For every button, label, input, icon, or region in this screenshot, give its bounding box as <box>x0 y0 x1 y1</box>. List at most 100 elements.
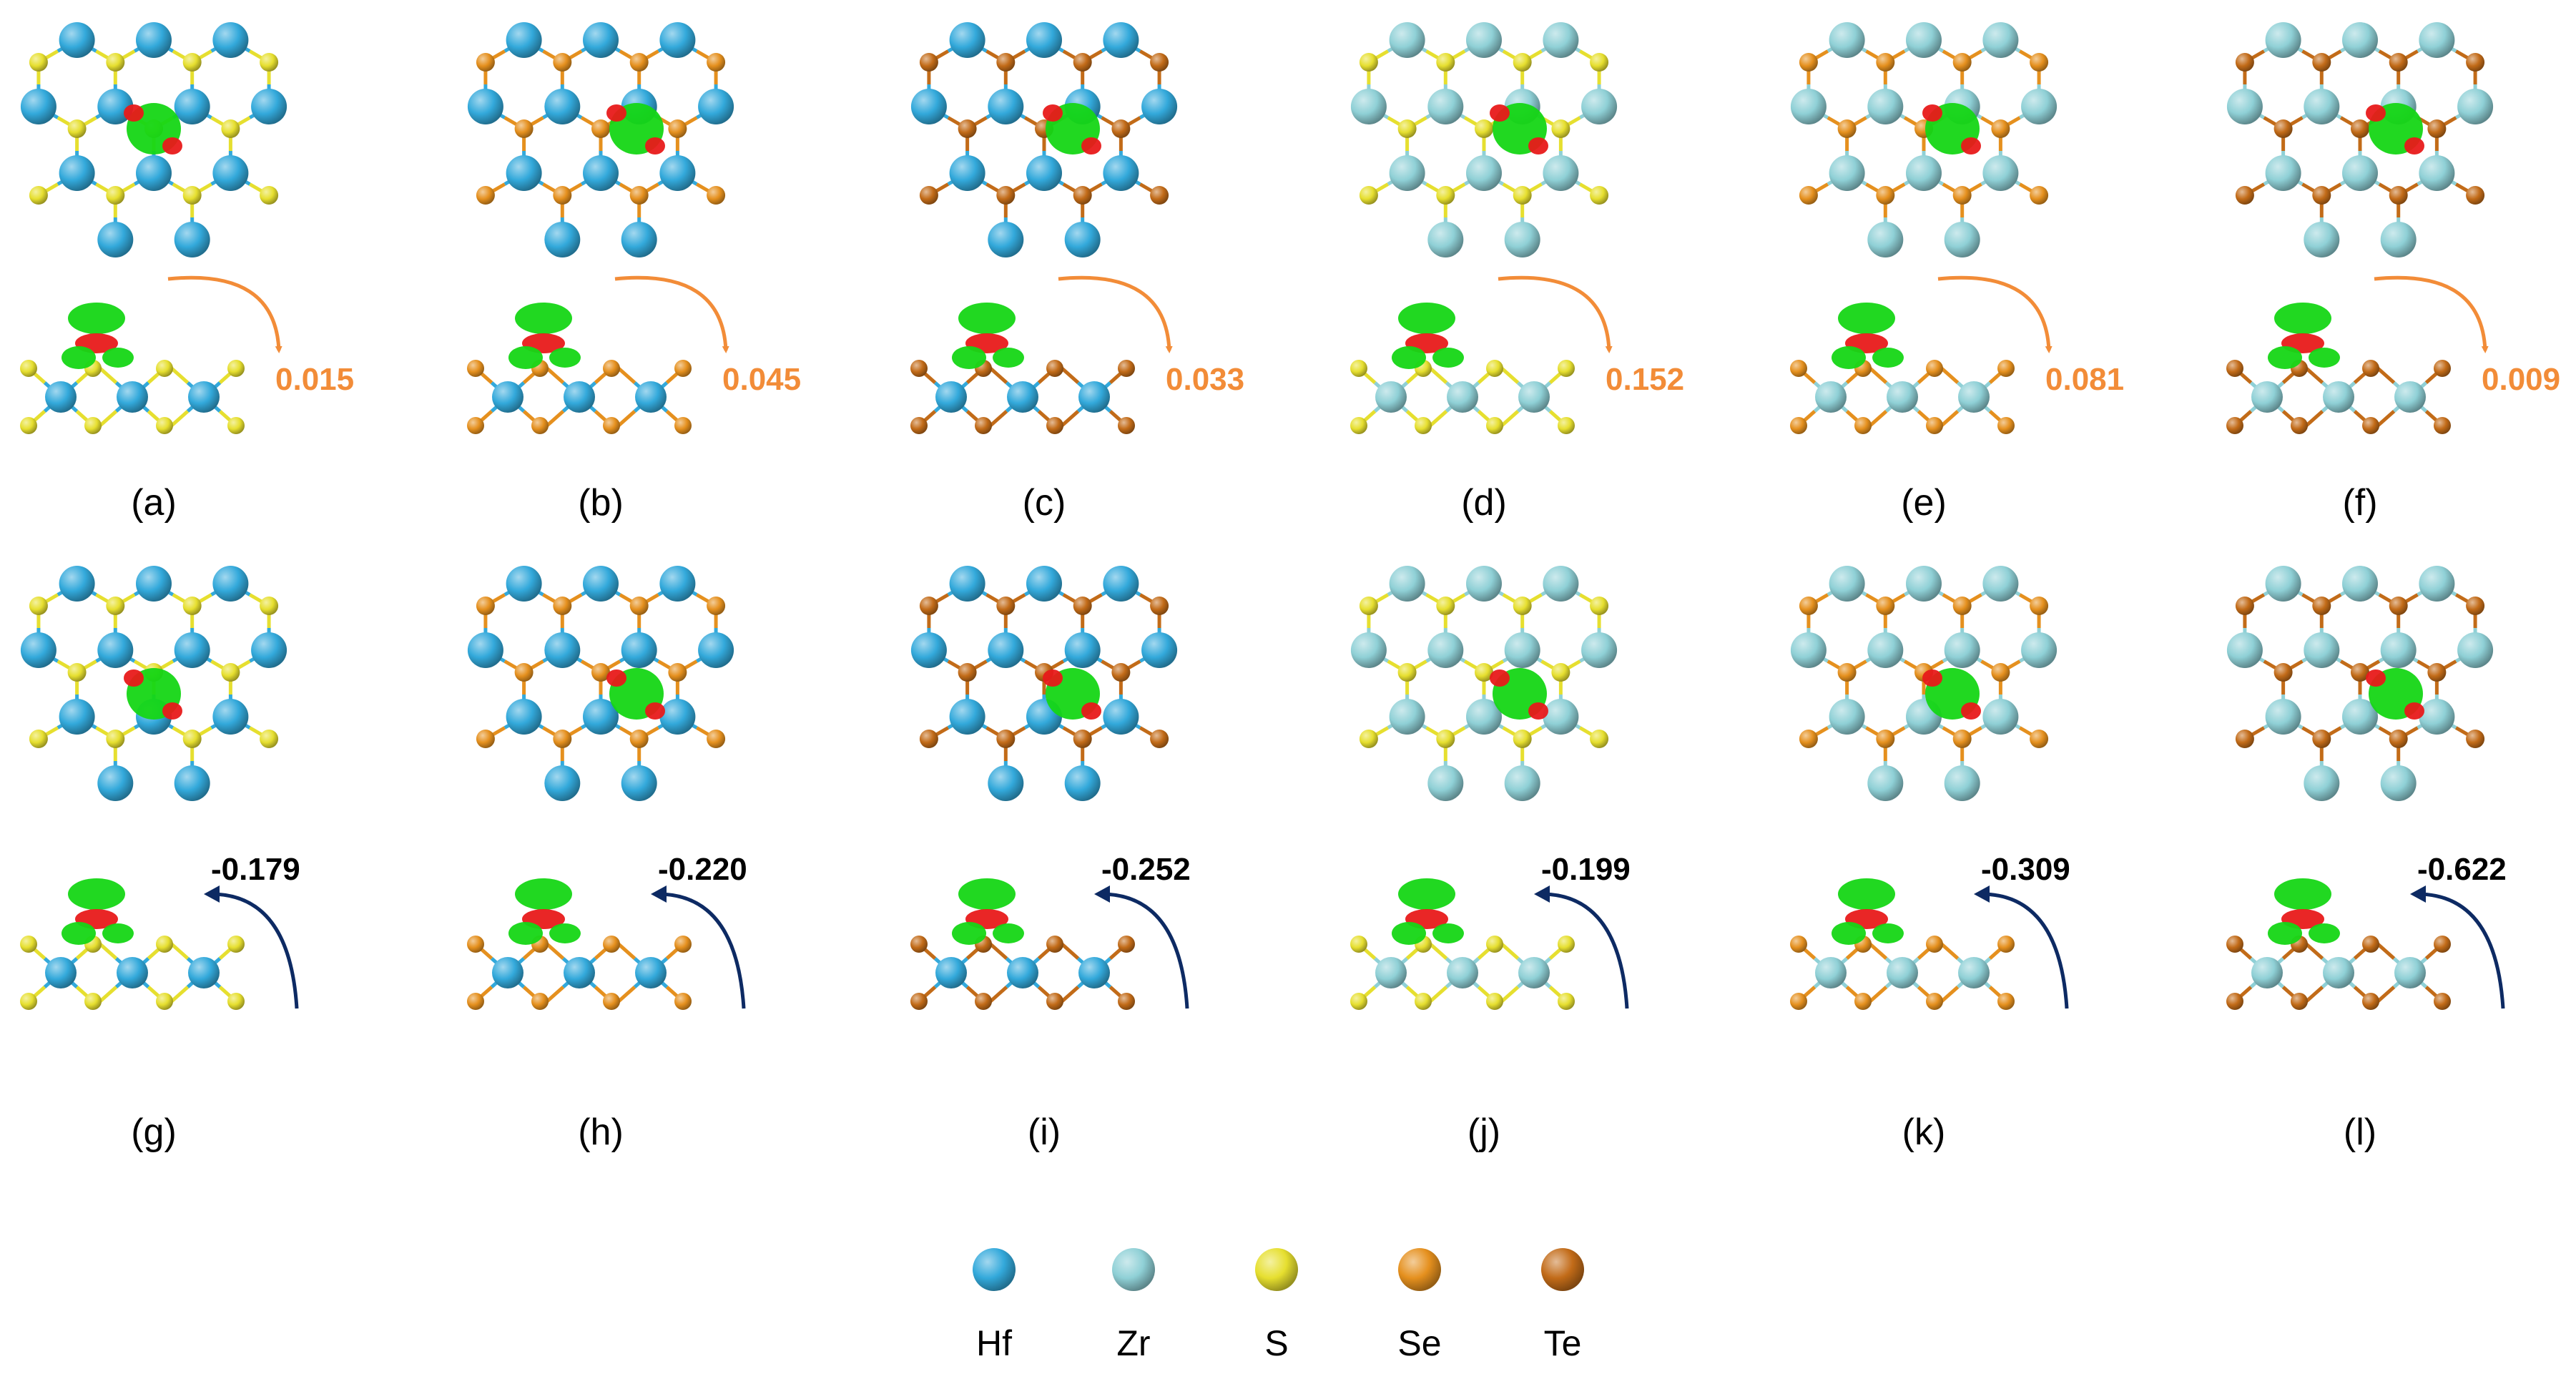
side-view <box>910 303 1135 434</box>
charge-depletion-lobe <box>2366 104 2386 122</box>
metal-atom <box>59 22 95 58</box>
metal-atom <box>1375 381 1407 413</box>
charge-accumulation-lobe <box>993 923 1024 943</box>
charge-depletion-lobe <box>124 669 144 687</box>
chalcogen-atom <box>1854 993 1872 1010</box>
metal-atom <box>1867 89 1904 124</box>
metal-atom <box>2342 22 2378 58</box>
chalcogen-atom <box>2362 993 2379 1010</box>
bond <box>1869 410 1888 427</box>
chalcogen-atom <box>476 53 495 72</box>
metal-atom <box>659 566 696 602</box>
chalcogen-atom <box>2434 360 2451 377</box>
charge-transfer-arrow <box>167 275 282 353</box>
legend-swatch <box>1398 1248 1441 1291</box>
bond <box>1429 943 1448 960</box>
top-view <box>910 566 1178 801</box>
chalcogen-atom <box>84 417 102 434</box>
chalcogen-atom <box>1111 119 1131 138</box>
chalcogen-atom <box>2312 730 2331 748</box>
metal-atom <box>583 566 619 602</box>
metal-atom <box>1103 155 1139 191</box>
metal-atom <box>2323 957 2354 988</box>
charge-accumulation-lobe <box>1838 303 1895 334</box>
top-view <box>1350 566 1618 801</box>
metal-atom <box>97 765 134 801</box>
bond <box>546 943 565 960</box>
metal-atom <box>659 699 696 735</box>
chalcogen-atom <box>2427 119 2447 138</box>
metal-atom <box>1427 765 1464 801</box>
charge-transfer-arrow-head <box>1974 885 1990 903</box>
chalcogen-atom <box>476 186 495 205</box>
chalcogen-atom <box>919 730 938 748</box>
charge-depletion-lobe <box>1081 137 1101 154</box>
chalcogen-atom <box>707 53 726 72</box>
charge-accumulation-lobe <box>2268 922 2302 945</box>
chalcogen-atom <box>1799 730 1818 748</box>
panel-letter: (i) <box>1028 1111 1061 1153</box>
chalcogen-atom <box>227 936 245 953</box>
chalcogen-atom <box>2362 936 2379 953</box>
side-view <box>2226 878 2451 1010</box>
chalcogen-atom <box>1876 53 1895 72</box>
metal-atom <box>212 22 249 58</box>
chalcogen-atom <box>467 417 484 434</box>
metal-atom <box>1141 632 1178 668</box>
panel: 0.015(a) <box>20 22 354 524</box>
metal-atom <box>2342 566 2378 602</box>
chalcogen-atom <box>1952 53 1972 72</box>
bond <box>2305 986 2324 1003</box>
metal-atom <box>506 699 542 735</box>
metal-atom <box>1103 566 1139 602</box>
chalcogen-atom <box>1876 186 1895 205</box>
metal-atom <box>2380 765 2417 801</box>
bond <box>1940 986 1960 1003</box>
metal-atom <box>1829 566 1865 602</box>
metal-atom <box>506 155 542 191</box>
metal-atom <box>2419 566 2455 602</box>
charge-accumulation-lobe <box>2274 878 2331 910</box>
metal-atom <box>136 566 172 602</box>
metal-atom <box>174 222 210 257</box>
metal-atom <box>1867 632 1904 668</box>
metal-atom <box>2457 89 2494 124</box>
side-view <box>1790 303 2015 434</box>
chalcogen-atom <box>1046 360 1063 377</box>
chalcogen-atom <box>1991 663 2010 682</box>
metal-atom <box>1958 381 1990 413</box>
chalcogen-atom <box>2291 417 2308 434</box>
charge-depletion-lobe <box>162 137 182 154</box>
bond <box>546 410 565 427</box>
metal-atom <box>59 699 95 735</box>
metal-atom <box>949 22 985 58</box>
bond <box>1869 986 1888 1003</box>
metal-atom <box>1944 632 1980 668</box>
metal-atom <box>1375 957 1407 988</box>
metal-atom <box>2226 632 2263 668</box>
chalcogen-atom <box>182 597 202 615</box>
charge-accumulation-lobe <box>952 346 986 369</box>
metal-atom <box>1078 381 1110 413</box>
chalcogen-atom <box>1926 417 1943 434</box>
metal-atom <box>583 155 619 191</box>
chalcogen-atom <box>1997 993 2015 1010</box>
bond <box>1061 986 1080 1003</box>
metal-atom <box>174 89 210 124</box>
metal-atom <box>1790 89 1827 124</box>
chalcogen-atom <box>996 730 1016 748</box>
chalcogen-atom <box>629 53 649 72</box>
metal-atom <box>1906 566 1942 602</box>
chalcogen-atom <box>2466 186 2485 205</box>
metal-atom <box>20 89 56 124</box>
chalcogen-atom <box>2389 53 2408 72</box>
top-view <box>2226 566 2494 801</box>
metal-atom <box>136 22 172 58</box>
charge-transfer-arrow-head <box>651 885 667 903</box>
metal-atom <box>564 381 595 413</box>
metal-atom <box>621 632 657 668</box>
metal-atom <box>1466 22 1502 58</box>
chalcogen-atom <box>958 663 977 682</box>
charge-transfer-value: 0.033 <box>1166 362 1244 397</box>
metal-atom <box>251 89 287 124</box>
